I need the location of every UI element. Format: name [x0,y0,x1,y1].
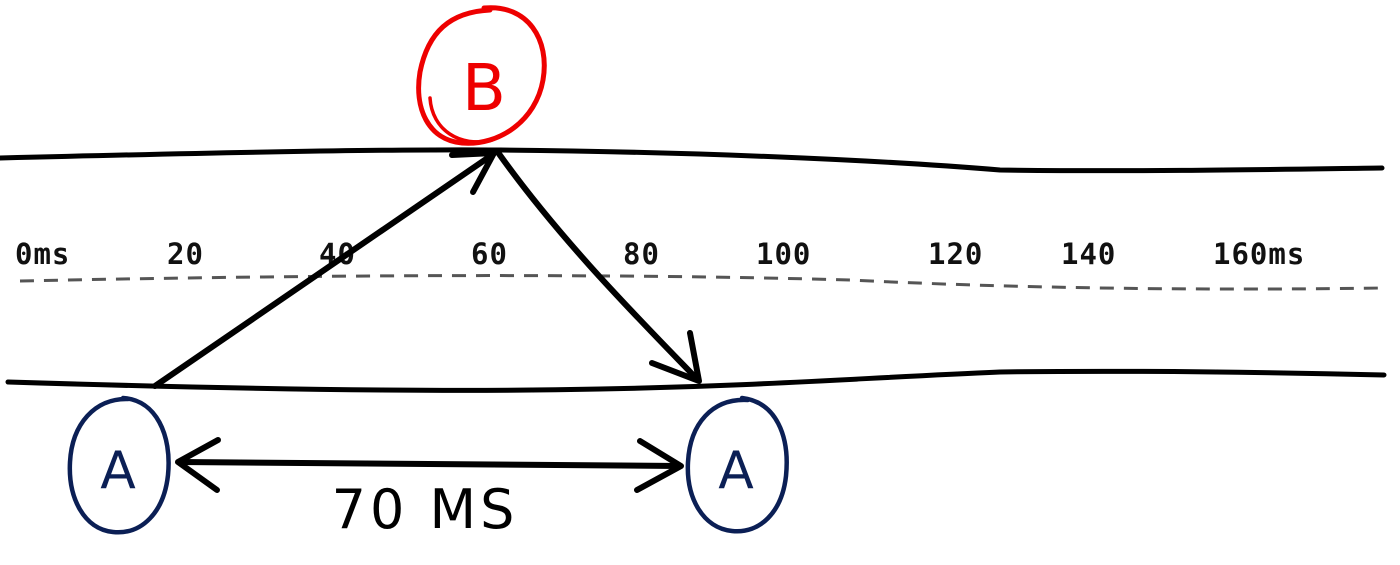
response-arrowhead [649,330,702,384]
node-a-left: A [67,395,171,535]
node-b-circle-overdraw [428,96,494,144]
rtt-label: 70 MS [332,478,519,541]
node-b-circle [416,5,547,146]
tick-label: 120 [928,237,983,271]
node-b: B [416,5,547,146]
rtt-arrowhead-left [175,437,221,493]
tick-label: 160ms [1213,237,1305,271]
rtt-arrow-shaft [177,459,683,469]
time-axis-dashed [19,274,1383,291]
tick-label: 80 [623,237,660,271]
node-a-left-label: A [100,441,136,501]
node-a-right: A [685,395,789,534]
rtt-double-arrow [175,437,684,493]
request-arrowhead [449,150,497,195]
request-arrow-shaft [152,152,495,389]
node-b-label: B [462,52,506,126]
node-a-right-circle [685,395,789,534]
tick-label: 0ms [15,237,70,271]
tick-label: 20 [167,237,204,271]
tick-label: 140 [1061,237,1116,271]
timeline-b-line [0,147,1385,174]
rtt-arrowhead-right [634,438,684,493]
response-arrow-shaft [494,148,701,383]
response-arrow [494,148,702,384]
node-a-left-circle [67,395,171,535]
tick-label: 100 [756,237,811,271]
node-a-right-label: A [718,441,754,501]
request-arrow [152,150,497,389]
tick-label: 60 [471,237,508,271]
time-axis-ticks: 0ms 20 40 60 80 100 120 140 160ms [15,237,1305,271]
timeline-a-line [5,368,1387,393]
